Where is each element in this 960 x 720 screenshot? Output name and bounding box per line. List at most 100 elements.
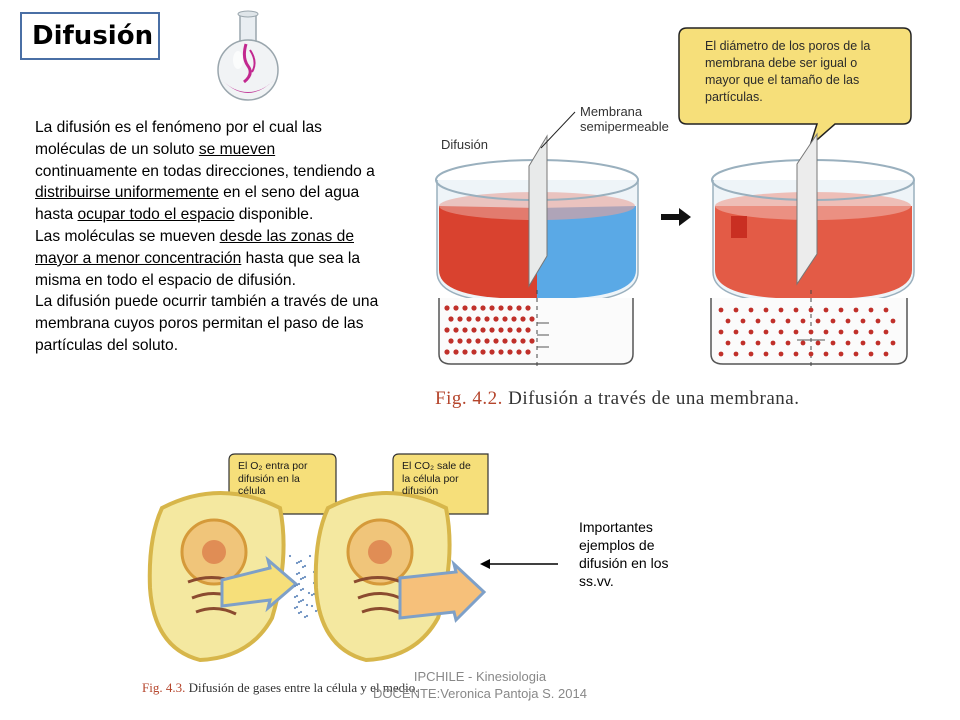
particle-dot — [830, 318, 836, 324]
particle-dot — [484, 316, 490, 322]
diffusion-dot — [295, 605, 299, 609]
particle-dot — [830, 340, 836, 346]
particle-dot — [498, 327, 504, 333]
particle-dot — [875, 340, 881, 346]
particle-dot — [823, 329, 829, 335]
particle-dot — [471, 349, 477, 355]
pore-bubble-line2: membrana debe ser igual o — [705, 56, 858, 70]
label-difusion: Difusión — [441, 137, 488, 152]
particle-dot — [845, 340, 851, 346]
particle-dot — [808, 351, 814, 357]
body-text-p2b: hasta que sea la misma en todo el espaci… — [35, 249, 361, 289]
particle-dot — [507, 327, 513, 333]
particle-dot — [466, 316, 472, 322]
pore-bubble-line1: El diámetro de los poros de la — [705, 39, 871, 53]
particle-dot — [520, 316, 526, 322]
label-membrana: Membrana — [580, 104, 643, 119]
body-text-p1a: La difusión es el fenómeno por el cual l… — [35, 119, 322, 158]
particle-dot — [883, 329, 889, 335]
particle-dot — [778, 307, 784, 313]
diffusion-dot — [295, 561, 299, 565]
callout-arrow-icon — [480, 559, 558, 569]
diffusion-dot — [305, 614, 309, 618]
particle-dot — [529, 316, 535, 322]
diffusion-dot — [303, 575, 307, 579]
title-box: Difusión — [20, 12, 160, 60]
membrane-pore-bubble — [678, 27, 912, 149]
co2-bubble-line1: El CO₂ sale de — [402, 460, 471, 472]
particle-dot — [516, 349, 522, 355]
particle-dot — [444, 305, 450, 311]
particle-dot — [823, 351, 829, 357]
particle-dot — [529, 338, 535, 344]
particle-dot — [890, 318, 896, 324]
diffusion-dot — [297, 560, 301, 564]
particle-dot — [502, 338, 508, 344]
particle-dot — [868, 329, 874, 335]
particle-dot — [489, 349, 495, 355]
particle-dot — [838, 351, 844, 357]
particle-dot — [868, 307, 874, 313]
body-text-p1c: en el seno del agua hasta — [35, 184, 360, 224]
particle-dot — [733, 351, 739, 357]
o2-bubble-text: El O₂ entra por difusión en la célula — [238, 460, 328, 498]
footer-line1: IPCHILE - Kinesiologia — [413, 669, 547, 684]
diffusion-dot — [299, 588, 303, 592]
diffusion-dot — [303, 564, 307, 568]
particle-dot — [838, 329, 844, 335]
diffusion-dot — [307, 591, 311, 595]
o2-bubble-line1: El O₂ entra por — [238, 460, 308, 472]
particle-dot — [453, 305, 459, 311]
diffusion-dot — [308, 554, 312, 558]
o2-bubble-line2: difusión en la — [238, 472, 300, 485]
diffusion-dot — [310, 593, 314, 597]
particle-dot — [725, 318, 731, 324]
particle-dot — [480, 305, 486, 311]
underlined-concentracion: desde las zonas de mayor a menor concent… — [35, 227, 354, 267]
figure-4-2 — [435, 27, 915, 370]
right-beaker — [710, 290, 908, 370]
particle-dot — [740, 318, 746, 324]
particle-dot — [484, 338, 490, 344]
diffusion-dot — [299, 599, 303, 603]
particle-dot — [471, 327, 477, 333]
fig42-caption: Fig. 4.2. Difusión a través de una membr… — [435, 388, 799, 410]
diffusion-dot — [293, 584, 297, 588]
particle-dot — [489, 305, 495, 311]
right-arrow-icon — [661, 208, 691, 226]
figure-4-3 — [147, 453, 489, 663]
particle-dot — [853, 351, 859, 357]
particle-dot — [516, 327, 522, 333]
particle-dot — [718, 307, 724, 313]
diffusion-dot — [297, 582, 301, 586]
particle-dot — [748, 351, 754, 357]
particle-dot — [883, 307, 889, 313]
diffusion-dot — [310, 604, 314, 608]
diffusion-dot — [299, 610, 303, 614]
particle-dot — [793, 351, 799, 357]
particle-dot — [480, 327, 486, 333]
diffusion-dot — [288, 554, 292, 558]
particle-dot — [733, 329, 739, 335]
particle-dot — [778, 329, 784, 335]
diffusion-dot — [297, 611, 301, 615]
fig43-caption-number: Fig. 4.3. — [142, 680, 186, 695]
particle-dot — [853, 307, 859, 313]
particle-dot — [502, 316, 508, 322]
diffusion-dot — [301, 587, 305, 591]
co2-bubble-text: El CO₂ sale de la célula por difusión — [402, 460, 492, 498]
particle-dot — [763, 307, 769, 313]
particle-dot — [516, 305, 522, 311]
right-dish — [711, 132, 915, 303]
particle-dot — [718, 351, 724, 357]
diffusion-dot — [297, 571, 301, 575]
particle-dot — [489, 327, 495, 333]
pore-bubble-line3: mayor que el tamaño de las — [705, 73, 860, 87]
particle-dot — [511, 338, 517, 344]
particle-dot — [748, 329, 754, 335]
particle-dot — [525, 349, 531, 355]
particle-dot — [770, 318, 776, 324]
particle-dot — [444, 349, 450, 355]
body-text-p1b: continuamente en todas direcciones, tend… — [35, 162, 375, 180]
label-semipermeable: semipermeable — [580, 119, 669, 134]
